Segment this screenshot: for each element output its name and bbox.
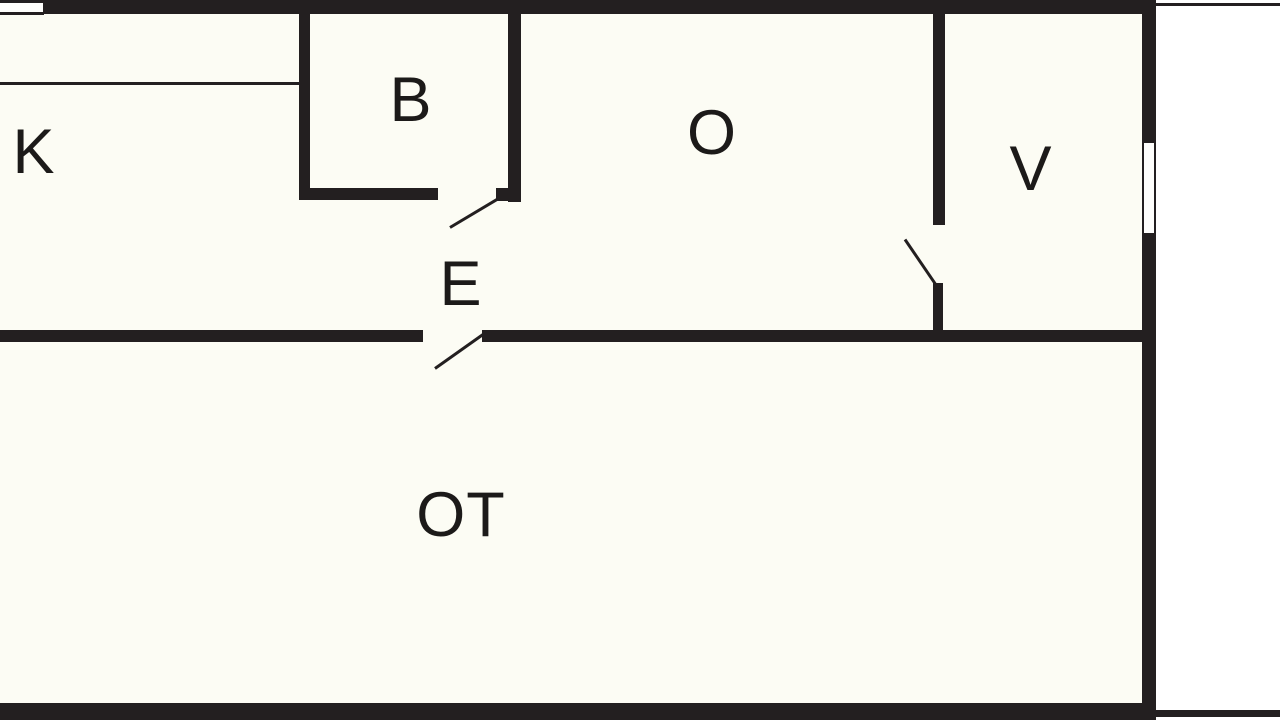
kitchen-counter-line <box>0 82 300 85</box>
room-label-b: B <box>389 64 433 135</box>
outside-bottom-line <box>1156 710 1280 717</box>
top-exterior-wall <box>43 0 1156 14</box>
livingroom-v-divider-wall <box>933 13 945 225</box>
kitchen-bath-divider-wall <box>299 13 310 200</box>
middle-wall-right <box>482 330 1143 342</box>
window-top-left-icon <box>0 3 43 12</box>
bath-east-wall <box>508 13 521 202</box>
bath-door-stub <box>496 188 521 201</box>
room-label-o: O <box>686 97 738 168</box>
room-label-k: K <box>12 116 56 187</box>
room-label-e: E <box>439 248 483 319</box>
bottom-exterior-wall <box>0 703 1156 720</box>
outside-top-line <box>1156 3 1280 6</box>
top-window-inner-edge <box>0 12 44 15</box>
top-window-outer-edge <box>0 0 44 3</box>
room-label-v: V <box>1009 133 1053 204</box>
bath-south-wall <box>299 188 438 200</box>
right-exterior-wall <box>1142 0 1156 720</box>
v-door-stub <box>933 283 943 342</box>
floor-area <box>0 0 1156 720</box>
middle-wall-left <box>0 330 423 342</box>
room-label-ot: OT <box>416 479 506 550</box>
window-right-icon <box>1144 143 1154 233</box>
